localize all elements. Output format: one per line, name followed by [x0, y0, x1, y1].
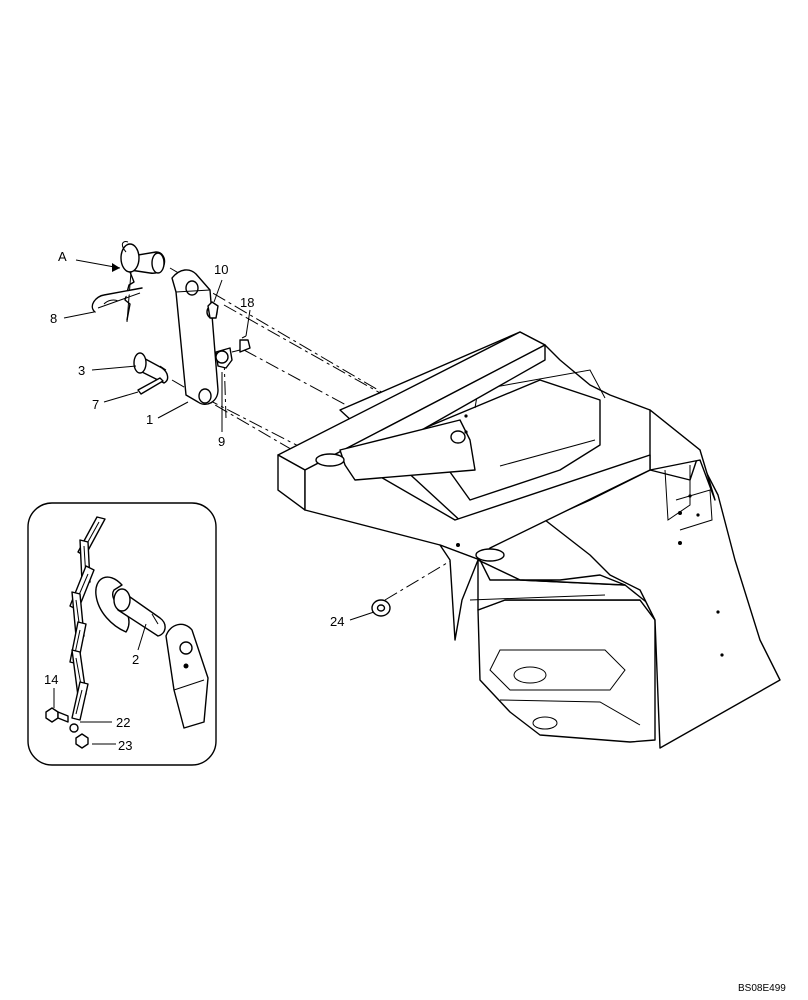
detail-link-end	[165, 623, 209, 729]
chain	[69, 516, 106, 721]
callout-9: 9	[218, 434, 225, 449]
callout-24: 24	[330, 614, 344, 629]
part-a-lock-pin	[120, 241, 166, 323]
callout-3: 3	[78, 363, 85, 378]
lower-mount-plate	[477, 599, 656, 743]
callout-leaders	[53, 259, 375, 745]
part-9-sleeve	[215, 347, 241, 369]
callout-7: 7	[92, 397, 99, 412]
part-7-cotter-pin	[137, 377, 164, 395]
part-10-bushing	[206, 301, 219, 319]
detail-a-inset	[27, 502, 217, 766]
frame-pin-boss	[450, 430, 466, 444]
callout-10: 10	[214, 262, 228, 277]
callout-1: 1	[146, 412, 153, 427]
callout-labels: A 8 3 7 1 10 18 9 24 2 14 22 23 BS08E499	[44, 249, 786, 994]
drawbar-frame	[277, 331, 781, 749]
part-1-link-bar	[171, 269, 219, 406]
inset-frame	[27, 502, 217, 766]
hitch-channel	[339, 419, 476, 481]
front-lower-box	[439, 544, 626, 641]
front-beam	[304, 344, 651, 561]
part-24-washer	[371, 599, 391, 617]
part-3-pin	[133, 352, 169, 384]
detail-nut	[75, 733, 89, 749]
callout-18: 18	[240, 295, 254, 310]
callout-14: 14	[44, 672, 58, 687]
part-18-grease-fitting	[239, 335, 251, 353]
callout-22: 22	[116, 715, 130, 730]
part-8-hair-clip	[91, 287, 143, 313]
hitch-bore-bottom	[475, 548, 505, 562]
callout-8: 8	[50, 311, 57, 326]
detail-washer	[69, 723, 79, 733]
callout-2: 2	[132, 652, 139, 667]
figure-code: BS08E499	[738, 983, 786, 994]
detail-letter: A	[58, 249, 67, 264]
detail-bolt	[45, 707, 59, 723]
hitch-bore-top	[315, 453, 345, 467]
callout-23: 23	[118, 738, 132, 753]
